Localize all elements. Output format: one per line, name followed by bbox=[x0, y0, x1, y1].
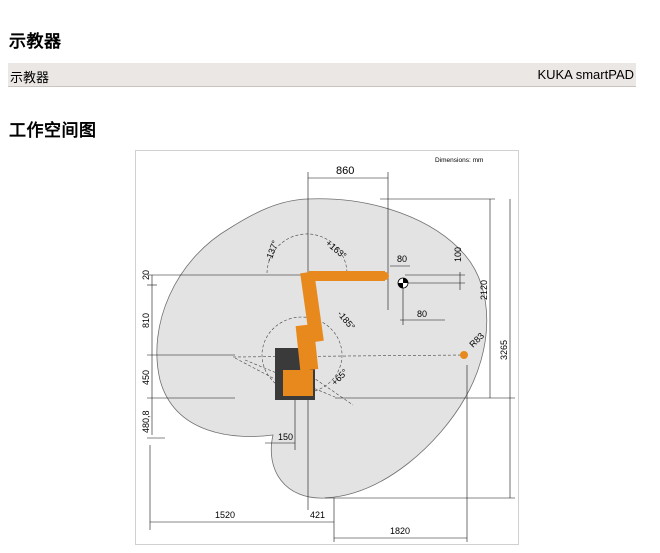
dim-80-mid: 80 bbox=[417, 309, 427, 319]
dim-3265: 3265 bbox=[499, 340, 509, 360]
dim-480-8: 480,8 bbox=[141, 410, 151, 433]
teach-pendant-heading: 示教器 bbox=[9, 32, 62, 52]
dim-1820: 1820 bbox=[390, 526, 410, 536]
dim-20: 20 bbox=[141, 270, 151, 280]
dim-100: 100 bbox=[453, 247, 463, 262]
tool-flange bbox=[460, 351, 468, 359]
dim-1520: 1520 bbox=[215, 510, 235, 520]
dim-450: 450 bbox=[141, 370, 151, 385]
diag-dashed-1 bbox=[244, 359, 336, 398]
teach-pendant-spec-row: 示教器 KUKA smartPAD bbox=[8, 63, 636, 87]
reach-envelope bbox=[156, 198, 488, 499]
dim-80-top: 80 bbox=[397, 254, 407, 264]
dim-860: 860 bbox=[336, 165, 354, 177]
workspace-diagram: Dimensions: mm 860 80 100 80 20 810 450 … bbox=[135, 150, 519, 545]
horizontal-dashed-line bbox=[232, 354, 466, 358]
robot-arm bbox=[275, 271, 468, 400]
spec-key: 示教器 bbox=[10, 71, 50, 86]
units-note: Dimensions: mm bbox=[435, 157, 483, 164]
dim-421: 421 bbox=[310, 510, 325, 520]
spec-value: KUKA smartPAD bbox=[537, 67, 634, 82]
dim-150: 150 bbox=[278, 432, 293, 442]
dim-2120: 2120 bbox=[479, 280, 489, 300]
dim-810: 810 bbox=[141, 313, 151, 328]
workspace-heading: 工作空间图 bbox=[9, 121, 97, 141]
